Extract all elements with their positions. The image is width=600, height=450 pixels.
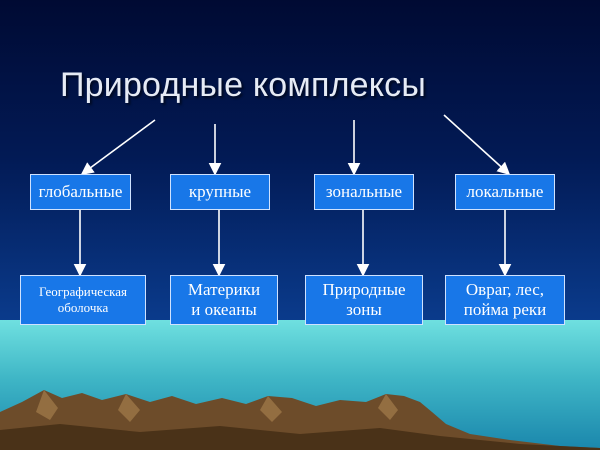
example-large-line-1: Материки	[187, 279, 261, 299]
example-global-line-2: оболочка	[57, 300, 109, 315]
example-local-line-2: пойма реки	[463, 300, 547, 319]
box-global: глобальные	[30, 174, 131, 210]
example-zonal-line-1: Природные	[322, 279, 406, 299]
page-title: Природные комплексы	[60, 66, 427, 104]
example-zonal-line-2: зоны	[346, 300, 382, 319]
box-example-zonal: Природные зоны	[305, 275, 423, 325]
mountain-highlights	[36, 390, 398, 422]
arrow-title-to-local	[443, 114, 511, 176]
box-example-large: Материки и океаны	[170, 275, 278, 325]
example-local-line-1: Овраг, лес,	[465, 279, 545, 299]
box-local: локальные	[455, 174, 555, 210]
box-zonal: зональные	[314, 174, 414, 210]
box-large: крупные	[170, 174, 270, 210]
box-example-global: Географическая оболочка	[20, 275, 146, 325]
mountain-shadow	[0, 424, 600, 450]
example-large-line-2: и океаны	[191, 300, 257, 319]
example-global-line-1: Географическая	[38, 284, 128, 300]
arrow-title-to-global	[80, 119, 156, 175]
box-example-local: Овраг, лес, пойма реки	[445, 275, 565, 325]
